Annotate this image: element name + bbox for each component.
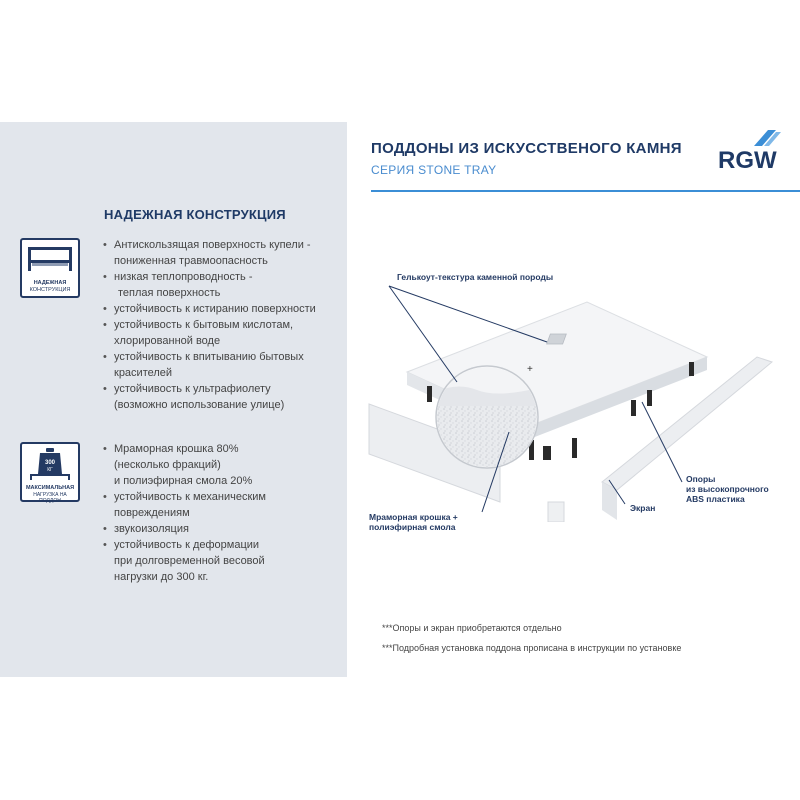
- list-item: устойчивость к бытовым кислотам,хлориров…: [102, 317, 316, 349]
- label-supports-line-1: Опоры: [686, 474, 716, 484]
- plus-icon: +: [527, 364, 533, 375]
- list-item: устойчивость к истиранию поверхности: [102, 301, 316, 317]
- list-item: низкая теплопроводность -теплая поверхно…: [102, 269, 316, 301]
- reliable-construction-badge: НАДЕЖНАЯ КОНСТРУКЦИЯ: [20, 238, 80, 298]
- brand-name: RGW: [718, 147, 777, 174]
- weight-icon: 300 КГ: [30, 448, 70, 480]
- weight-value: 300: [45, 460, 56, 466]
- page-subtitle: СЕРИЯ STONE TRAY: [371, 163, 497, 177]
- list-item: Антискользящая поверхность купели -пониж…: [102, 237, 316, 269]
- brand-logo-icon: [754, 130, 781, 146]
- page-title: ПОДДОНЫ ИЗ ИСКУССТВЕНОГО КАМНЯ: [371, 140, 682, 157]
- label-screen: Экран: [630, 503, 656, 513]
- list-item: устойчивость к впитыванию бытовыхкрасите…: [102, 349, 316, 381]
- features-list-2: Мраморная крошка 80%(несколько фракций)и…: [102, 441, 266, 585]
- note-2: ***Подробная установка поддона прописана…: [382, 643, 682, 653]
- note-1: ***Опоры и экран приобретаются отдельно: [382, 623, 562, 633]
- header-divider: [371, 190, 800, 192]
- max-load-badge: 300 КГ МАКСИМАЛЬНАЯ НАГРУЗКА НА ПОДДОН: [20, 442, 80, 504]
- weight-unit: КГ: [47, 467, 53, 473]
- list-item: Мраморная крошка 80%(несколько фракций)и…: [102, 441, 266, 489]
- label-marble-line-1: Мраморная крошка +: [369, 512, 458, 522]
- label-supports-line-3: ABS пластика: [686, 494, 745, 504]
- label-supports-line-2: из высокопрочного: [686, 484, 769, 494]
- features-list-1: Антискользящая поверхность купели -пониж…: [102, 237, 316, 413]
- shelf-icon: [28, 247, 72, 271]
- label-marble-line-2: полиэфирная смола: [369, 522, 456, 532]
- list-item: устойчивость к ультрафиолету(возможно ис…: [102, 381, 316, 413]
- section-title: НАДЕЖНАЯ КОНСТРУКЦИЯ: [104, 207, 286, 222]
- list-item: звукоизоляция: [102, 521, 266, 537]
- label-gelcoat: Гелькоут-текстура каменной породы: [397, 272, 554, 282]
- shower-tray-illustration: +: [368, 285, 774, 522]
